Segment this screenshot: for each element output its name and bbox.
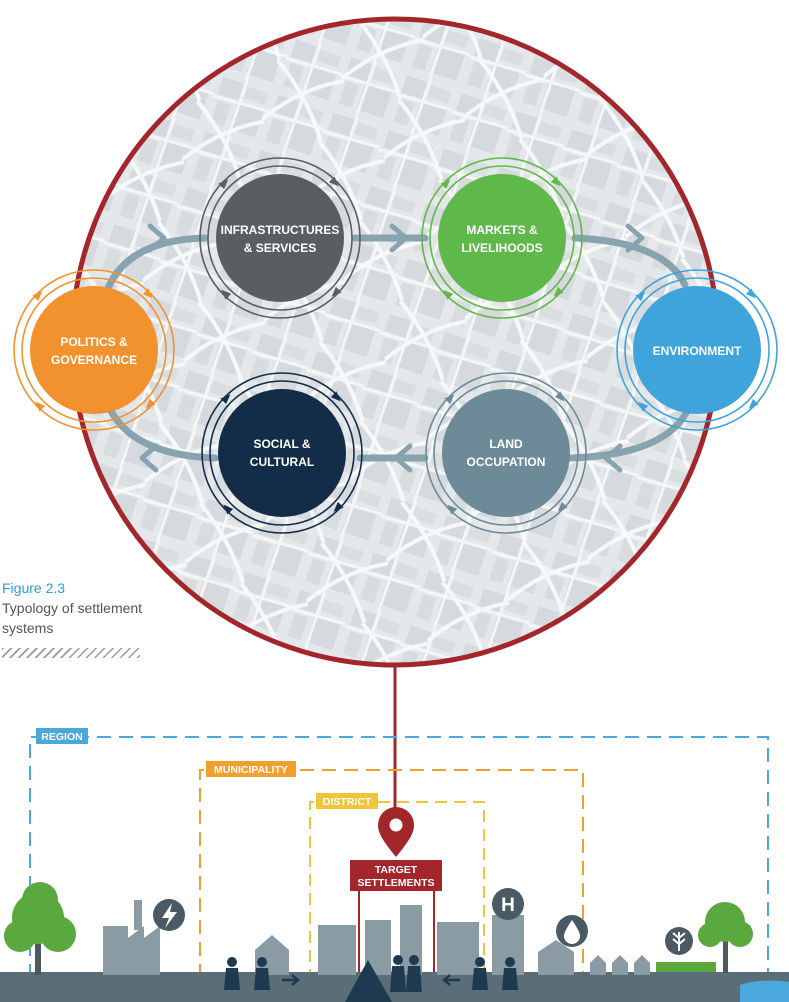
ring-arrowhead (745, 288, 756, 299)
ring-arrowhead (331, 286, 342, 297)
ring-arrowhead (447, 504, 458, 515)
label-target-1: TARGET (375, 864, 418, 876)
label-target-2: SETTLEMENTS (357, 877, 434, 889)
ring-arrowhead (554, 391, 565, 402)
map-circle (69, 16, 721, 668)
ring-arrowhead (35, 401, 46, 412)
node-politics: POLITICS & GOVERNANCE (13, 269, 175, 431)
hospital-h-icon: H (492, 888, 524, 920)
ring-arrowhead (553, 286, 564, 297)
ring-arrowhead (218, 179, 229, 190)
tree-left (4, 882, 76, 975)
label-politics-2: GOVERNANCE (51, 353, 137, 367)
figure-caption: Figure 2.3 Typology of settlement system… (2, 578, 162, 658)
ring-arrowhead (328, 176, 339, 187)
label-markets-1: MARKETS & (466, 223, 538, 237)
label-social-1: SOCIAL & (253, 437, 310, 451)
ring-arrowhead (557, 501, 568, 512)
label-land-2: OCCUPATION (467, 455, 546, 469)
caption-hatch-divider (2, 648, 140, 658)
tree-right (698, 902, 753, 973)
label-social-2: CULTURAL (250, 455, 314, 469)
label-region: REGION (41, 731, 82, 743)
ring-arrowhead (220, 394, 231, 405)
ring-arrowhead (333, 501, 344, 512)
label-infrastructure-2: & SERVICES (244, 241, 316, 255)
ring-arrowhead (32, 291, 43, 302)
label-infrastructure-1: INFRASTRUCTURES (221, 223, 340, 237)
lightning-icon (153, 899, 185, 931)
figure-title: Typology of settlement systems (2, 600, 143, 636)
ring-arrowheads (32, 176, 759, 515)
flow-arrows (100, 234, 694, 462)
wheat-icon (665, 927, 693, 955)
label-politics-1: POLITICS & (60, 335, 128, 349)
factory (103, 900, 160, 975)
label-environment: ENVIRONMENT (653, 344, 742, 358)
label-markets-2: LIVELIHOODS (461, 241, 542, 255)
water-drop-icon (556, 915, 588, 947)
node-land: LAND OCCUPATION (425, 372, 587, 534)
settlement-skyline: H (0, 882, 789, 1002)
ring-arrowhead (330, 391, 341, 402)
node-social: SOCIAL & CULTURAL (201, 372, 363, 534)
node-infrastructure: INFRASTRUCTURES & SERVICES (199, 157, 361, 319)
scale-district: DISTRICT (309, 793, 485, 1000)
scale-region: REGION (29, 728, 769, 1000)
ring-arrowhead (145, 398, 156, 409)
ring-arrowhead (635, 291, 646, 302)
ring-arrowhead (444, 394, 455, 405)
ring-arrowhead (550, 176, 561, 187)
svg-text:H: H (501, 895, 515, 916)
ring-arrowhead (440, 179, 451, 190)
target-settlements: TARGET SETTLEMENTS (350, 807, 442, 1000)
label-land-1: LAND (489, 437, 523, 451)
label-municipality: MUNICIPALITY (214, 764, 288, 776)
scale-municipality: MUNICIPALITY (199, 761, 584, 1000)
tent (345, 960, 392, 1002)
ring-arrowhead (142, 288, 153, 299)
node-environment: ENVIRONMENT (616, 269, 778, 431)
label-district: DISTRICT (323, 796, 372, 808)
ring-arrowhead (221, 289, 232, 300)
people-group (224, 955, 518, 1002)
ring-arrowhead (443, 289, 454, 300)
node-markets: MARKETS & LIVELIHOODS (421, 157, 583, 319)
ring-arrowhead (748, 398, 759, 409)
ring-arrowhead (223, 504, 234, 515)
ring-arrowhead (638, 401, 649, 412)
map-pin-icon (378, 807, 414, 857)
flow-arrowheads (139, 223, 645, 473)
figure-number: Figure 2.3 (2, 580, 66, 596)
